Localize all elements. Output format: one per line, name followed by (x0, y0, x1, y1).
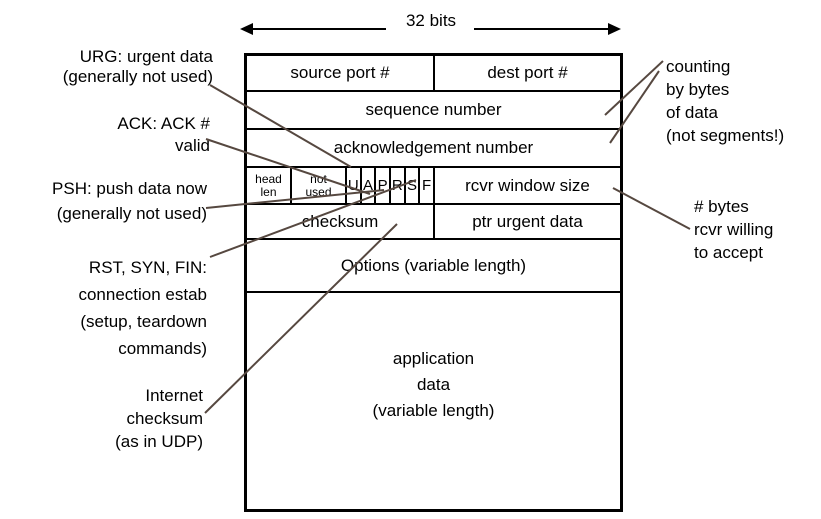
field-checksum: checksum (247, 205, 435, 238)
flag-syn-cell: S (406, 168, 421, 203)
row-ports: source port # dest port # (247, 56, 620, 92)
annotation-counting-bytes: counting by bytes of data (not segments!… (666, 55, 784, 147)
field-header-length: head len (247, 168, 292, 203)
row-flags: head len not used U A P R S F rcvr windo… (247, 168, 620, 205)
annotation-counting-line1: counting (666, 57, 731, 76)
flag-fin-cell: F (420, 168, 435, 203)
annotation-rst-syn-fin: RST, SYN, FIN: connection estab (setup, … (0, 254, 207, 362)
annotation-ack-line2: valid (175, 136, 210, 155)
row-application-data: application data (variable length) (247, 293, 620, 509)
bytes-accept-pointer-line (612, 187, 691, 230)
field-sequence-number: sequence number (365, 100, 502, 119)
flag-ack-cell: A (362, 168, 377, 203)
field-dest-port: dest port # (487, 63, 568, 82)
annotation-ack-line1: ACK: ACK # (117, 114, 210, 133)
annotation-urg-line1: URG: urgent data (79, 47, 213, 66)
tcp-segment-table: source port # dest port # sequence numbe… (244, 53, 623, 512)
row-sequence-number: sequence number (247, 92, 620, 130)
field-not-used: not used (292, 168, 347, 203)
annotation-urg: URG: urgent data (generally not used) (0, 47, 213, 87)
annotation-inet-line2: checksum (126, 409, 203, 428)
field-options: Options (variable length) (340, 255, 527, 275)
application-data-line3: (variable length) (372, 401, 495, 420)
annotation-inet-line3: (as in UDP) (115, 432, 203, 451)
annotation-bytes-line1: # bytes (694, 197, 749, 216)
row-checksum: checksum ptr urgent data (247, 205, 620, 240)
field-not-used-line2: used (305, 184, 332, 199)
annotation-urg-line2: (generally not used) (62, 67, 213, 86)
field-ack-number: acknowledgement number (333, 138, 534, 157)
flag-rst-cell: R (391, 168, 406, 203)
application-data-line1: application (392, 349, 475, 368)
row-ack-number: acknowledgement number (247, 130, 620, 168)
annotation-bytes-line2: rcvr willing (694, 220, 774, 239)
width-arrow-left-head-icon (240, 23, 253, 35)
flag-psh-cell: P (376, 168, 391, 203)
annotation-rst-line2: connection estab (78, 285, 207, 304)
annotation-bytes-accept: # bytes rcvr willing to accept (694, 195, 773, 264)
width-label: 32 bits (405, 11, 457, 30)
field-source-port: source port # (247, 56, 435, 90)
field-not-used-line1: not (310, 171, 327, 186)
field-header-length-line1: head (255, 171, 282, 186)
annotation-counting-line3: of data (666, 103, 718, 122)
field-rcvr-window-size: rcvr window size (465, 175, 590, 195)
annotation-inet-line1: Internet (145, 386, 203, 405)
annotation-counting-line2: by bytes (666, 80, 730, 99)
annotation-internet-checksum: Internet checksum (as in UDP) (0, 384, 203, 453)
annotation-ack: ACK: ACK # valid (0, 113, 210, 157)
annotation-rst-line3: (setup, teardown (80, 312, 207, 331)
annotation-psh: PSH: push data now (generally not used) (0, 176, 207, 226)
field-ptr-urgent-data: ptr urgent data (472, 211, 583, 231)
annotation-psh-line2: (generally not used) (56, 204, 207, 223)
width-arrow-right-head-icon (608, 23, 621, 35)
field-application-data: application data (variable length) (247, 293, 620, 509)
annotation-rst-line4: commands) (118, 339, 207, 358)
annotation-bytes-line3: to accept (694, 243, 763, 262)
annotation-rst-line1: RST, SYN, FIN: (88, 258, 207, 277)
flag-urg-cell: U (347, 168, 362, 203)
application-data-line2: data (416, 375, 451, 394)
annotation-psh-line1: PSH: push data now (52, 179, 207, 198)
field-header-length-line2: len (260, 184, 277, 199)
row-options: Options (variable length) (247, 240, 620, 293)
annotation-counting-line4: (not segments!) (666, 126, 785, 145)
